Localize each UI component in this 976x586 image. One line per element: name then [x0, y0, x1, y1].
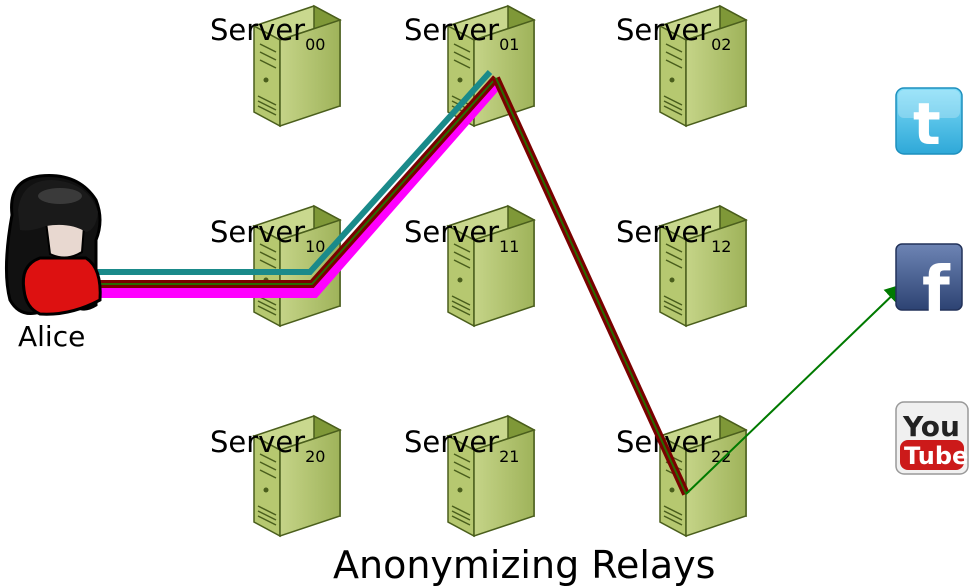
server-name: Server	[210, 425, 305, 459]
server-icon	[252, 4, 342, 128]
server-20: Server20	[210, 414, 342, 538]
route-layer-green-2	[495, 77, 687, 495]
facebook-glyph: f	[922, 254, 951, 328]
server-icon	[252, 414, 342, 538]
youtube-icon: You Tube	[895, 401, 969, 475]
route-layer-teal	[60, 69, 493, 275]
server-subscript: 02	[711, 35, 731, 54]
youtube-tube: Tube	[904, 442, 968, 470]
server-10: Server10	[210, 204, 342, 328]
server-label: Server11	[404, 215, 519, 256]
server-name: Server	[404, 425, 499, 459]
server-00: Server00	[210, 4, 342, 128]
facebook-icon: f	[895, 243, 963, 328]
server-02: Server02	[616, 4, 748, 128]
server-icon	[446, 414, 536, 538]
server-subscript: 22	[711, 447, 731, 466]
alice-label: Alice	[18, 320, 85, 353]
youtube-you: You	[902, 410, 960, 443]
server-icon	[658, 414, 748, 538]
server-label: Server02	[616, 13, 731, 54]
server-label: Server20	[210, 425, 325, 466]
server-name: Server	[616, 13, 711, 47]
twitter-glyph: t	[913, 90, 941, 158]
route-layer-magenta	[60, 78, 503, 298]
server-21: Server21	[404, 414, 536, 538]
server-icon	[658, 4, 748, 128]
anonymous-route	[60, 69, 905, 496]
services: t f You Tube	[895, 87, 969, 475]
server-name: Server	[210, 215, 305, 249]
server-subscript: 01	[499, 35, 519, 54]
route-layer-green-1	[60, 77, 497, 285]
twitter-icon: t	[895, 87, 963, 158]
server-label: Server10	[210, 215, 325, 256]
server-icon	[658, 204, 748, 328]
exit-arrow	[685, 283, 905, 495]
server-label: Server01	[404, 13, 519, 54]
server-name: Server	[210, 13, 305, 47]
server-subscript: 00	[305, 35, 325, 54]
server-label: Server00	[210, 13, 325, 54]
server-subscript: 21	[499, 447, 519, 466]
alice: Alice	[4, 174, 102, 353]
server-subscript: 20	[305, 447, 325, 466]
alice-avatar-icon	[4, 174, 102, 316]
server-12: Server12	[616, 204, 748, 328]
server-name: Server	[404, 13, 499, 47]
server-subscript: 11	[499, 237, 519, 256]
server-label: Server12	[616, 215, 731, 256]
server-name: Server	[616, 215, 711, 249]
diagram-caption: Anonymizing Relays	[333, 543, 715, 586]
server-subscript: 10	[305, 237, 325, 256]
server-label: Server21	[404, 425, 519, 466]
server-icon	[446, 204, 536, 328]
server-name: Server	[404, 215, 499, 249]
server-subscript: 12	[711, 237, 731, 256]
server-11: Server11	[404, 204, 536, 328]
server-22: Server22	[616, 414, 748, 538]
